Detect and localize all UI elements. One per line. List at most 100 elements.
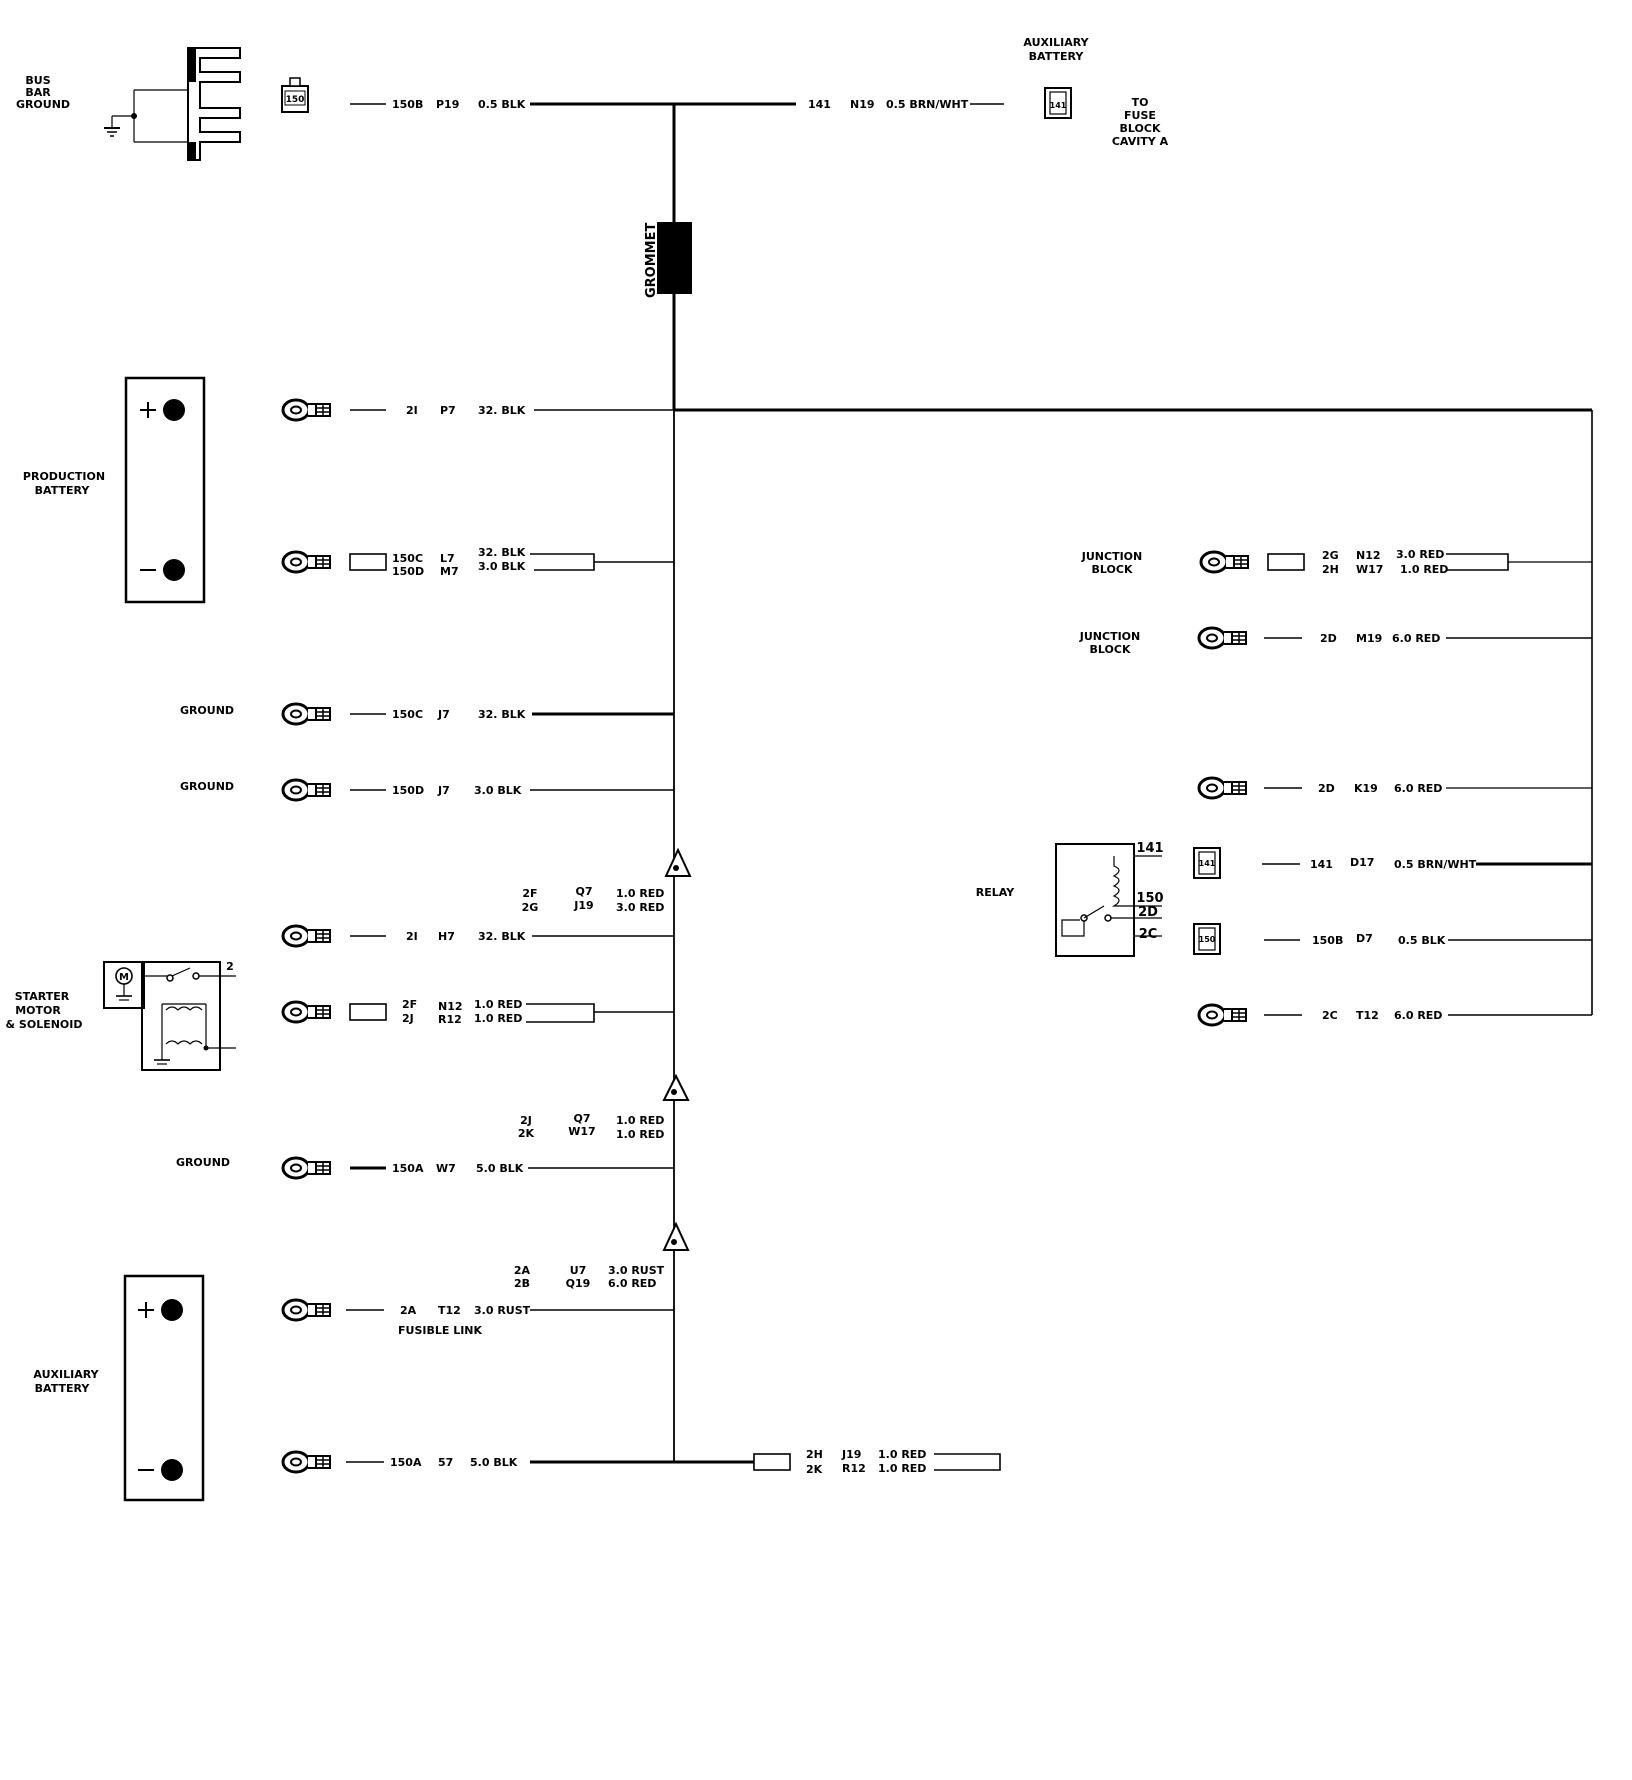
jb1-circuit-1: 2G: [1322, 549, 1339, 562]
jb1-code-2: W17: [1356, 563, 1383, 576]
bus-connector-150: [281, 77, 309, 113]
bottom-wire-1: 1.0 RED: [878, 1448, 926, 1461]
aux-pos-wire-spec: 3.0 RUST: [474, 1304, 531, 1317]
aux-neg-wire-spec: 5.0 BLK: [470, 1456, 518, 1469]
relay-pin-150: 150: [1136, 891, 1163, 906]
aux-pos-circuit: 2A: [400, 1304, 417, 1317]
prod-pos-circuit: 2I: [406, 404, 418, 417]
aux-neg-code: 57: [438, 1456, 453, 1469]
prod-neg-wire-2: 3.0 BLK: [478, 560, 526, 573]
relay: [1055, 843, 1162, 957]
aux-battery-label-1: AUXILIARY: [33, 1368, 99, 1381]
starter-label-1: STARTER: [15, 990, 70, 1003]
bus-code: P19: [436, 98, 459, 111]
r5-code: D7: [1356, 932, 1373, 945]
ground1-circuit: 150C: [392, 708, 423, 721]
grommet-label: GROMMET: [644, 223, 659, 298]
splice-3-dot: [671, 1239, 677, 1245]
starter2-code-1: N12: [438, 1000, 463, 1013]
splice1-code-1: Q7: [575, 885, 592, 898]
splice1-circuit-2: 2G: [522, 901, 539, 914]
splice3-wire-1: 3.0 RUST: [608, 1264, 665, 1277]
fuse-block-2: FUSE: [1124, 109, 1156, 122]
fuse-block-3: BLOCK: [1120, 122, 1161, 135]
r3-circuit: 2D: [1318, 782, 1335, 795]
relay-label: RELAY: [976, 886, 1015, 899]
bus-bar-ground-label-2: BAR: [25, 86, 51, 99]
splice3-code-2: Q19: [566, 1277, 591, 1290]
production-battery-positive-post: [163, 399, 185, 421]
prod-neg-code-2: M7: [440, 565, 459, 578]
starter1-circuit: 2I: [406, 930, 418, 943]
bus-wire-spec: 0.5 BLK: [478, 98, 526, 111]
starter2-wire-1: 1.0 RED: [474, 998, 522, 1011]
r3-code: K19: [1354, 782, 1378, 795]
ground-label-2: GROUND: [180, 780, 234, 793]
grommet: [657, 222, 692, 294]
production-battery-label-1: PRODUCTION: [23, 470, 105, 483]
r4-circuit: 141: [1310, 858, 1333, 871]
fusible-link-label: FUSIBLE LINK: [398, 1324, 483, 1337]
bus-circuit: 150B: [392, 98, 423, 111]
ground3-wire-spec: 5.0 BLK: [476, 1162, 524, 1175]
splice2-code-2: W17: [568, 1125, 595, 1138]
ring-terminal: [281, 1000, 332, 1024]
bus-bar-ground-label-1: BUS: [25, 74, 50, 87]
r6-circuit: 2C: [1322, 1009, 1338, 1022]
splice1-code-2: J19: [573, 899, 593, 912]
r5-wire-spec: 0.5 BLK: [1398, 934, 1446, 947]
splice1-wire-2: 3.0 RED: [616, 901, 664, 914]
splice2-circuit-2: 2K: [518, 1127, 535, 1140]
ground2-wire-spec: 3.0 BLK: [474, 784, 522, 797]
relay-pin-2c: 2C: [1139, 927, 1158, 942]
junction-block-1-label-2: BLOCK: [1092, 563, 1133, 576]
top-code: N19: [850, 98, 875, 111]
bus-bar-ground-label-3: GROUND: [16, 98, 70, 111]
relay-pin-141: 141: [1136, 841, 1163, 856]
bottom-circuit-2: 2K: [806, 1463, 823, 1476]
aux-connector-id: 141: [1050, 101, 1067, 110]
ground1-code: J7: [437, 708, 450, 721]
production-battery-negative-post: [163, 559, 185, 581]
top-circuit: 141: [808, 98, 831, 111]
jb1-bracket: [1446, 553, 1509, 571]
splice-bracket: [349, 553, 387, 571]
ring-terminal: [281, 1450, 332, 1474]
starter-terminal-label: 2: [226, 960, 234, 973]
starter2-wire-2: 1.0 RED: [474, 1012, 522, 1025]
ring-terminal: [1197, 1003, 1248, 1027]
starter2-circuit-1: 2F: [402, 998, 417, 1011]
bottom-circuit-1: 2H: [806, 1448, 823, 1461]
jb2-wire-spec: 6.0 RED: [1392, 632, 1440, 645]
r3-wire-spec: 6.0 RED: [1394, 782, 1442, 795]
aux-battery-positive-post: [161, 1299, 183, 1321]
starter2-code-2: R12: [438, 1013, 462, 1026]
splice3-wire-2: 6.0 RED: [608, 1277, 656, 1290]
starter2-circuit-2: 2J: [402, 1012, 414, 1025]
splice2-code-1: Q7: [573, 1112, 590, 1125]
starter-motor-solenoid: M: [103, 961, 236, 1071]
r5-circuit: 150B: [1312, 934, 1343, 947]
bottom-code-2: R12: [842, 1462, 866, 1475]
splice-2: [662, 1073, 690, 1101]
relay-connector-141: [1193, 847, 1221, 879]
jb1-wire-1: 3.0 RED: [1396, 548, 1444, 561]
ground2-circuit: 150D: [392, 784, 424, 797]
prod-neg-bracket: [530, 553, 595, 571]
starter-label-3: & SOLENOID: [6, 1018, 83, 1031]
ground-label-3: GROUND: [176, 1156, 230, 1169]
ring-terminal: [1197, 776, 1248, 800]
jb1-circuit-2: 2H: [1322, 563, 1339, 576]
bottom-wire-2: 1.0 RED: [878, 1462, 926, 1475]
splice-bracket: [1267, 553, 1305, 571]
aux-pos-code: T12: [438, 1304, 461, 1317]
prod-pos-wire-spec: 32. BLK: [478, 404, 526, 417]
splice-3: [662, 1221, 690, 1251]
r4-code: D17: [1350, 856, 1374, 869]
aux-battery-top-2: BATTERY: [1029, 50, 1085, 63]
ring-terminal: [1199, 550, 1250, 574]
ring-terminal: [281, 924, 332, 948]
bus-connector-id: 150: [286, 95, 305, 105]
relay-connector-150-id: 150: [1199, 935, 1216, 944]
